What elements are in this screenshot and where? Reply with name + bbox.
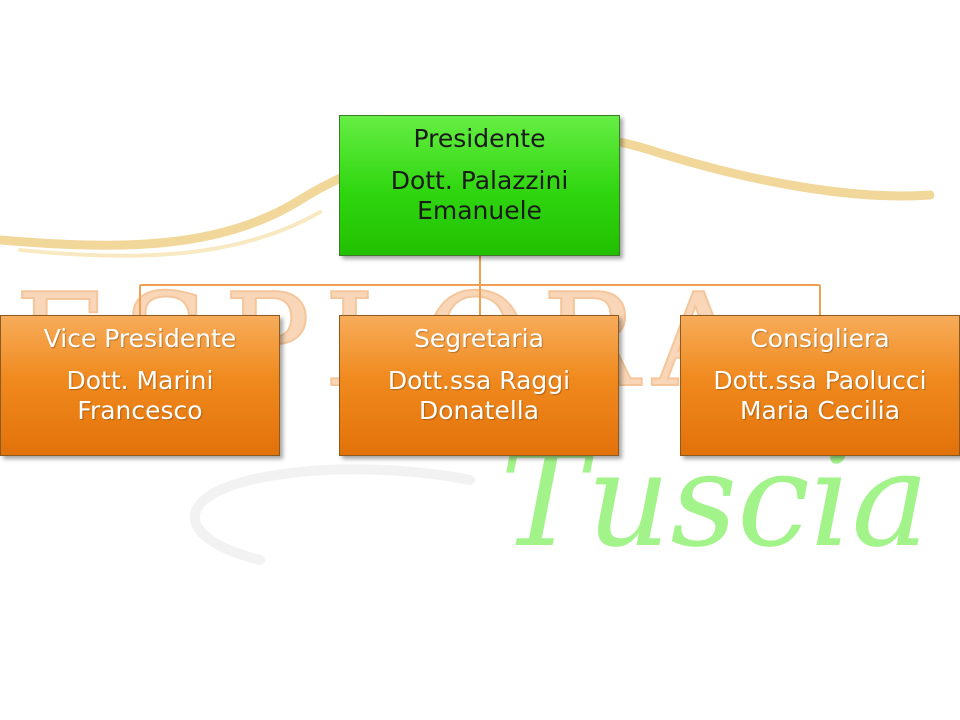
node-secretary: Segretaria Dott.ssa Raggi Donatella xyxy=(339,315,619,456)
node-role: Vice Presidente xyxy=(43,324,237,353)
node-role: Consigliera xyxy=(750,324,890,353)
node-role: Presidente xyxy=(413,124,546,153)
node-president: Presidente Dott. Palazzini Emanuele xyxy=(339,115,620,256)
node-person-name: Dott. Palazzini Emanuele xyxy=(390,166,569,225)
swoosh-curve-thin xyxy=(18,210,322,258)
node-person-name: Dott. Marini Francesco xyxy=(66,366,214,425)
swoosh-lower xyxy=(189,464,475,565)
node-vice-president: Vice Presidente Dott. Marini Francesco xyxy=(0,315,280,456)
node-person-name: Dott.ssa Paolucci Maria Cecilia xyxy=(713,366,927,425)
node-role: Segretaria xyxy=(414,324,544,353)
node-councillor: Consigliera Dott.ssa Paolucci Maria Ceci… xyxy=(680,315,960,456)
node-person-name: Dott.ssa Raggi Donatella xyxy=(387,366,571,425)
